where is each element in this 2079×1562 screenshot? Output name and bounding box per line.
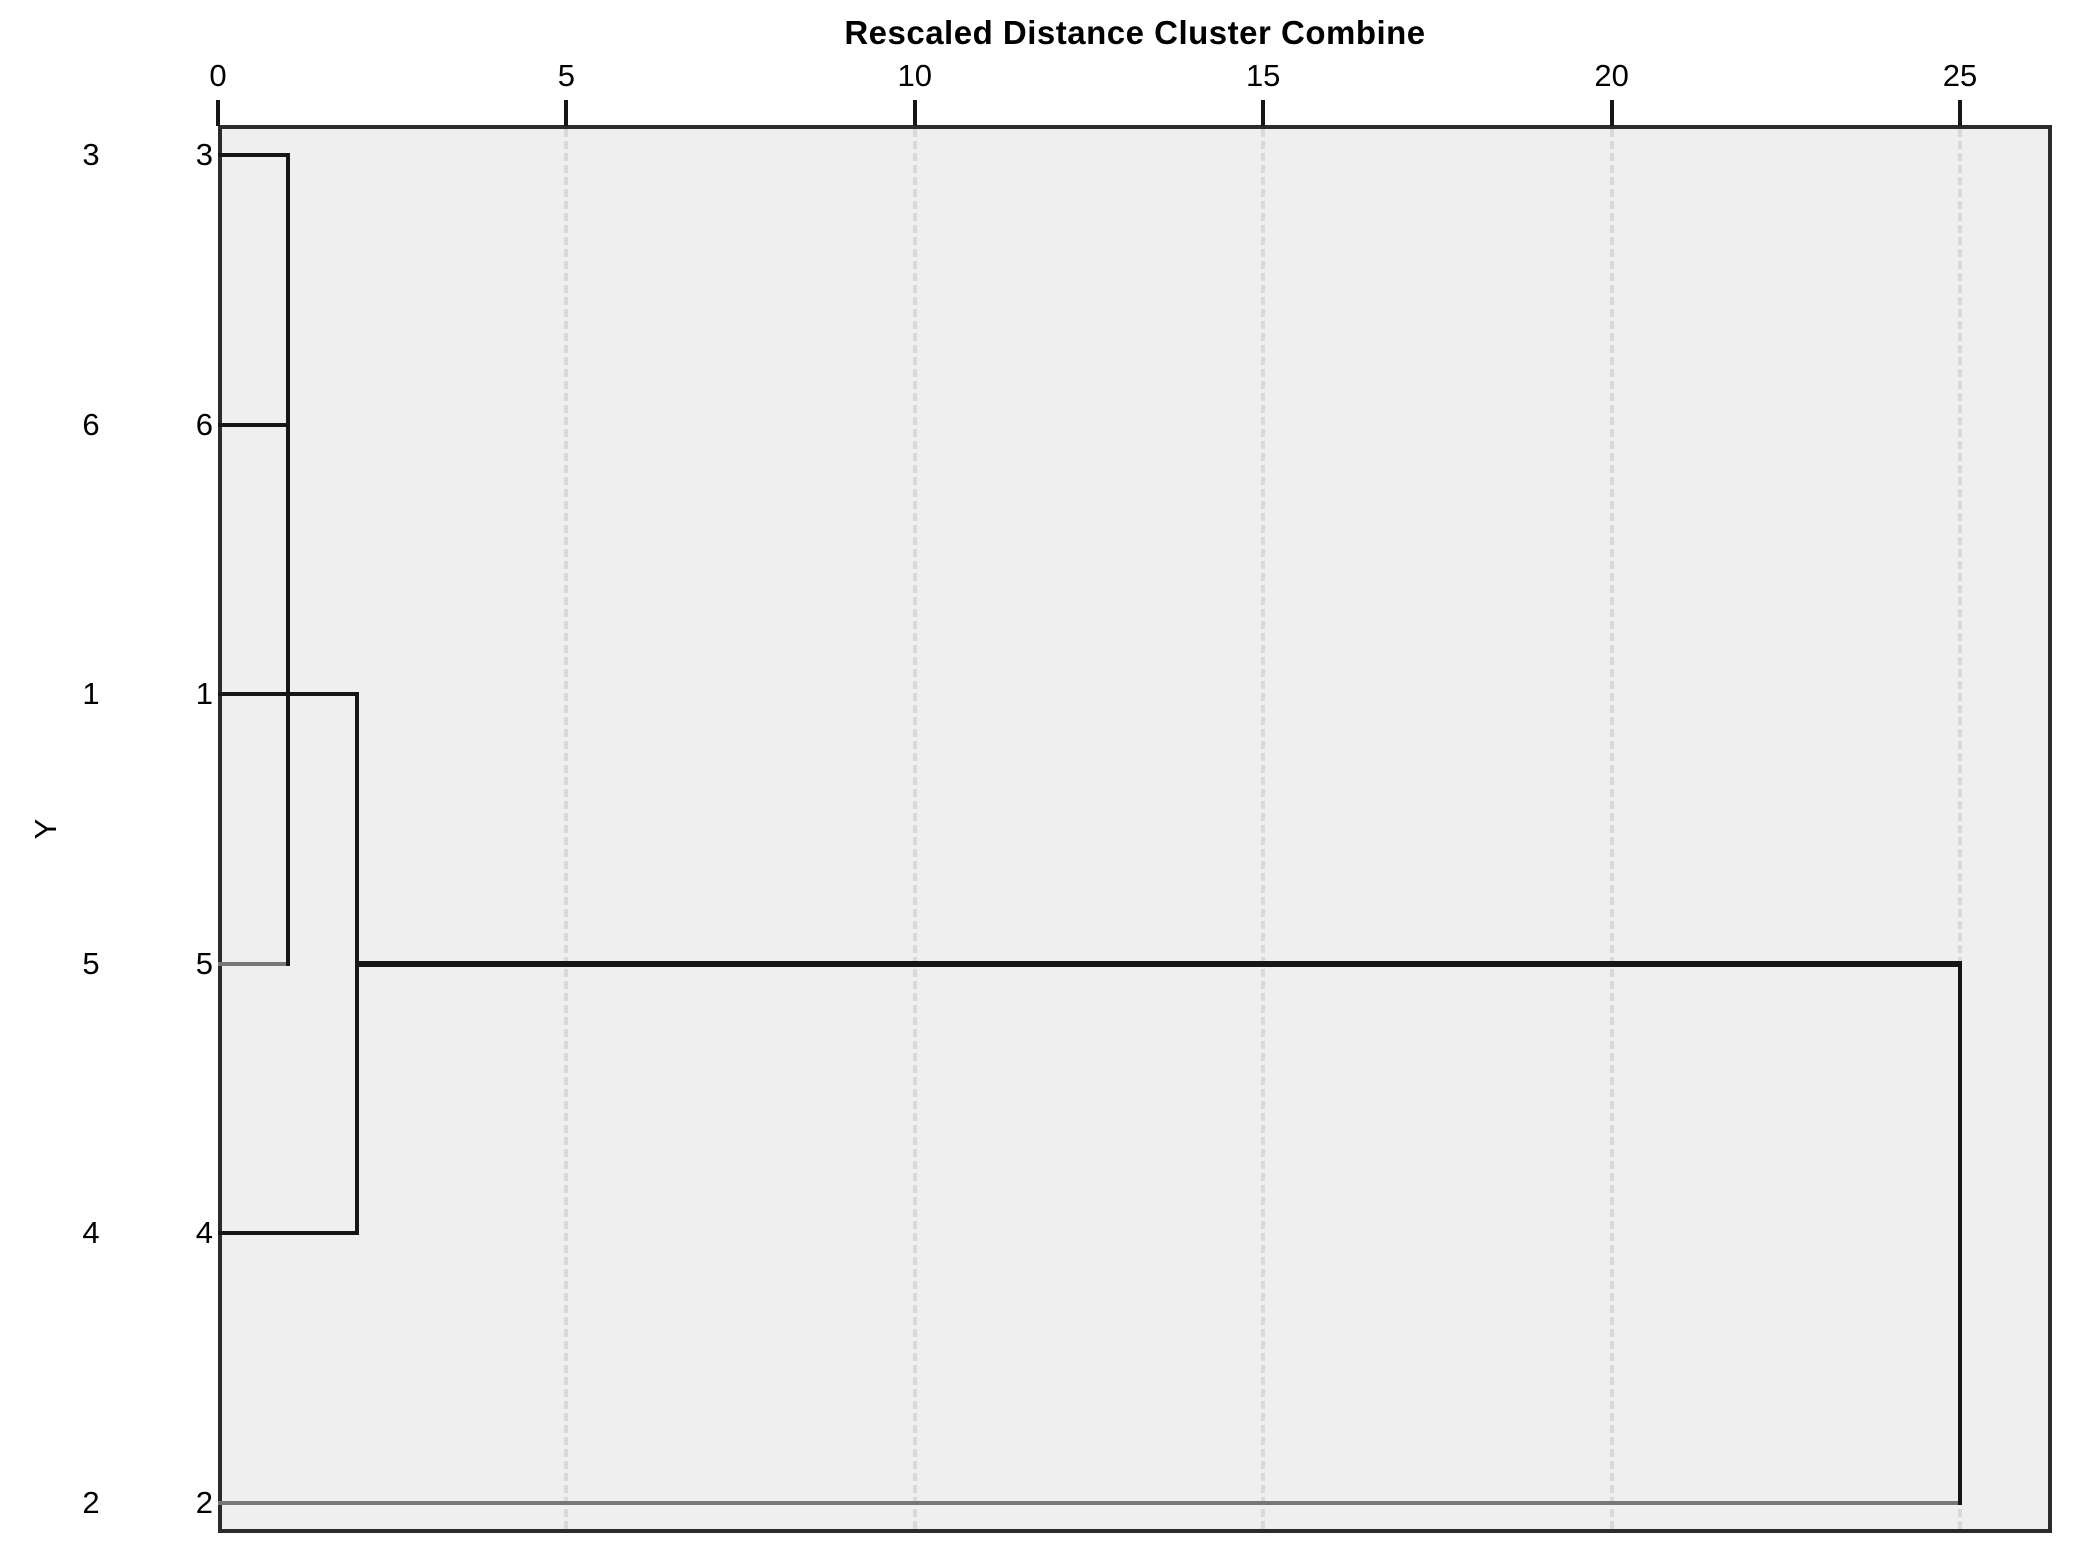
chart-title: Rescaled Distance Cluster Combine bbox=[844, 14, 1426, 51]
leaf-label-outer: 5 bbox=[82, 945, 100, 981]
x-tick-label: 10 bbox=[897, 58, 933, 93]
leaf-label-inner: 2 bbox=[195, 1485, 213, 1520]
leaf-label-inner: 5 bbox=[195, 945, 213, 981]
plot-area bbox=[218, 125, 2052, 1533]
x-tick-label: 0 bbox=[209, 58, 227, 93]
x-tick-label: 15 bbox=[1245, 58, 1281, 93]
leaf-label-outer: 2 bbox=[82, 1485, 100, 1520]
leaf-label-inner: 6 bbox=[195, 406, 213, 442]
x-tick-label: 5 bbox=[557, 58, 576, 93]
x-tick-label: 20 bbox=[1594, 58, 1629, 93]
leaf-label-outer: 4 bbox=[82, 1215, 100, 1251]
leaf-label-outer: 6 bbox=[82, 406, 100, 442]
x-tick-mark bbox=[1958, 100, 1962, 126]
x-tick-mark bbox=[1261, 100, 1266, 126]
x-tick-label: 25 bbox=[1942, 58, 1978, 93]
x-tick-mark bbox=[216, 100, 220, 126]
x-tick-mark bbox=[1609, 100, 1614, 126]
y-axis-label: Y bbox=[28, 818, 63, 840]
x-tick-mark bbox=[912, 100, 917, 126]
leaf-label-inner: 1 bbox=[195, 676, 213, 712]
leaf-label-inner: 3 bbox=[195, 137, 213, 172]
leaf-label-outer: 1 bbox=[82, 676, 100, 712]
x-tick-mark bbox=[564, 100, 569, 126]
leaf-label-outer: 3 bbox=[82, 137, 100, 172]
leaf-label-inner: 4 bbox=[195, 1215, 213, 1251]
